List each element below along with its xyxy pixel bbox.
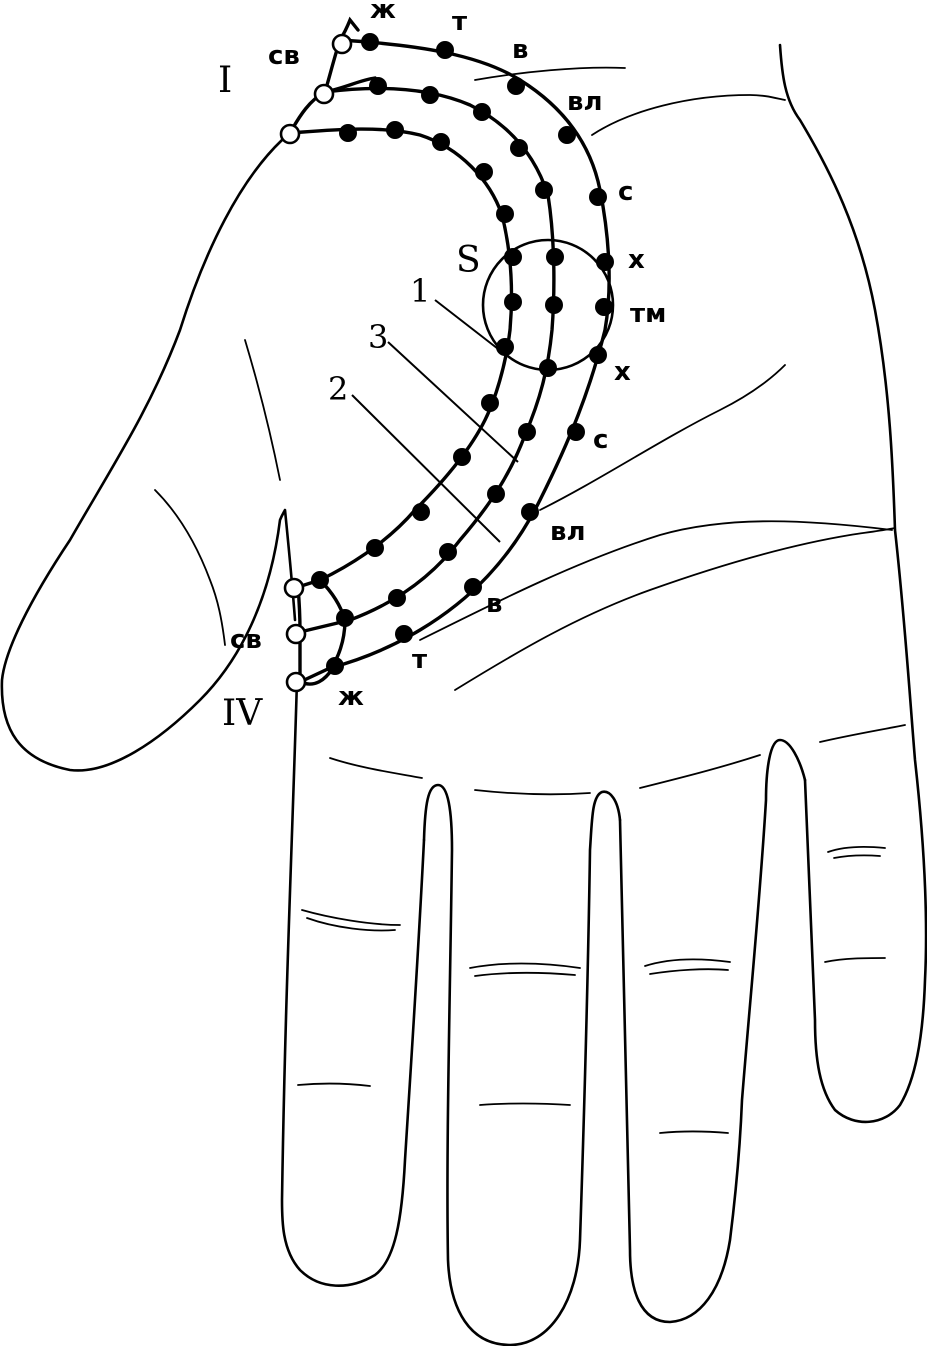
ring-finger-outline [422, 783, 622, 1346]
point [596, 253, 614, 271]
point [412, 503, 430, 521]
point [436, 41, 454, 59]
point [336, 609, 354, 627]
point [453, 448, 471, 466]
point [496, 205, 514, 223]
zone-label-top: I [218, 60, 232, 101]
point [369, 77, 387, 95]
point [535, 181, 553, 199]
point-labels: св ж т в вл с х тм х с вл в т ж св [230, 0, 666, 712]
meridian-points [311, 33, 614, 675]
point [326, 657, 344, 675]
point [473, 103, 491, 121]
point [539, 359, 557, 377]
point [395, 625, 413, 643]
open-point [283, 577, 305, 599]
little-finger-outline [618, 738, 807, 1324]
top-ring-connector [288, 16, 360, 135]
point [496, 338, 514, 356]
hand-right-edge [778, 43, 927, 1124]
point [366, 539, 384, 557]
top-label: ж [370, 0, 396, 25]
bottom-label: с [593, 425, 608, 455]
point [567, 423, 585, 441]
point [589, 346, 607, 364]
thumb-outline [0, 138, 297, 772]
zone-labels: I IV S 1 3 2 [218, 60, 481, 734]
point [421, 86, 439, 104]
leader-line-3 [387, 341, 519, 463]
palm-creases [154, 66, 906, 1134]
line-number-1: 1 [410, 272, 430, 310]
point [432, 133, 450, 151]
top-label: с [618, 177, 633, 207]
open-points [279, 33, 353, 693]
hand-outline [0, 43, 927, 1346]
line-number-3: 3 [368, 318, 388, 356]
point [475, 163, 493, 181]
point [545, 296, 563, 314]
leader-line-2 [351, 394, 501, 543]
point [510, 139, 528, 157]
open-point [331, 33, 353, 55]
point [558, 126, 576, 144]
point [504, 248, 522, 266]
point [504, 293, 522, 311]
point [481, 394, 499, 412]
point [439, 543, 457, 561]
point [388, 589, 406, 607]
point [518, 423, 536, 441]
point [311, 571, 329, 589]
meridian-arc-middle [298, 86, 556, 634]
point [339, 124, 357, 142]
bottom-label: вл [550, 517, 586, 547]
open-point [313, 83, 335, 105]
top-label: вл [567, 87, 603, 117]
line-number-2: 2 [328, 370, 348, 408]
point [464, 578, 482, 596]
top-label: т [452, 7, 467, 37]
meridian-arcs [288, 16, 611, 686]
bottom-ring-connector [296, 585, 335, 686]
leader-lines [351, 299, 519, 543]
point [386, 121, 404, 139]
center-label: тм [630, 299, 666, 329]
top-label: в [512, 35, 528, 65]
open-point [285, 671, 307, 693]
point [546, 248, 564, 266]
point [361, 33, 379, 51]
point [521, 503, 539, 521]
open-point [285, 623, 307, 645]
point [589, 188, 607, 206]
zone-label-center: S [456, 240, 481, 281]
zone-label-bottom: IV [222, 693, 263, 734]
bottom-label: ж [338, 682, 364, 712]
point [487, 485, 505, 503]
point [595, 298, 613, 316]
bottom-label: т [412, 645, 427, 675]
top-label: х [628, 245, 645, 275]
point [507, 77, 525, 95]
middle-finger-outline [280, 678, 426, 1287]
open-point [279, 123, 301, 145]
bottom-start-label: св [230, 625, 262, 655]
bottom-label: в [486, 589, 502, 619]
bottom-label: х [614, 357, 631, 387]
top-start-label: св [268, 41, 300, 71]
leader-line-1 [434, 299, 503, 353]
